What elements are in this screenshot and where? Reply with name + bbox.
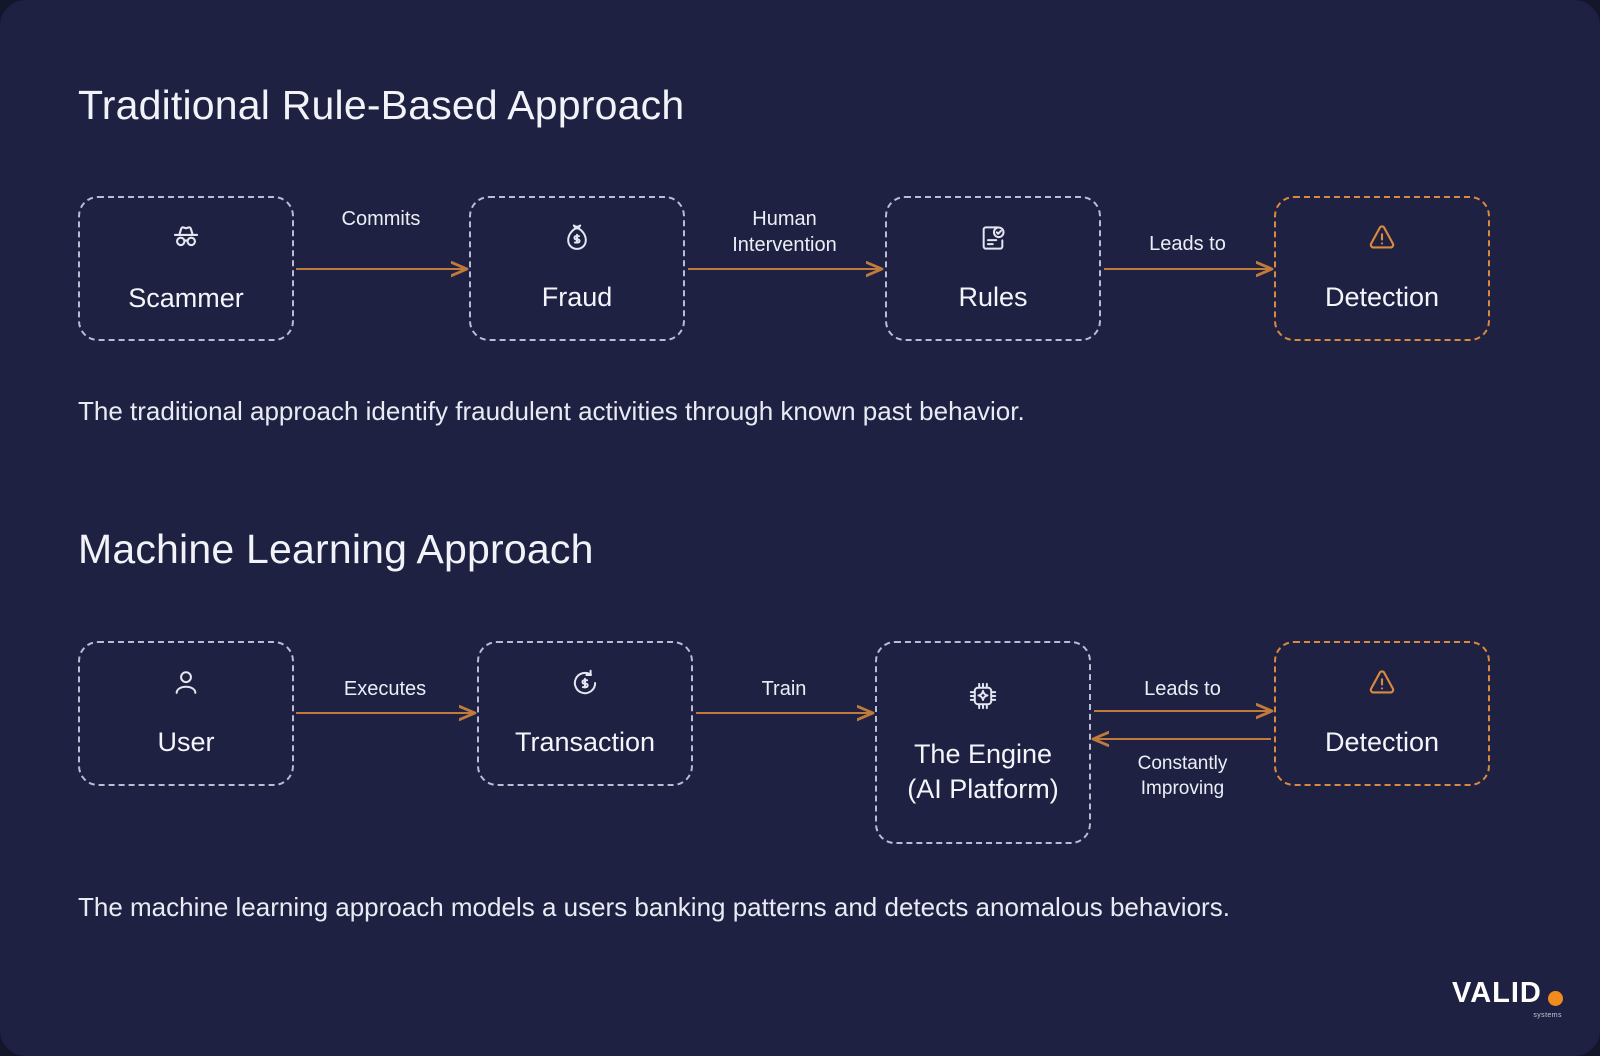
node-detection-traditional[interactable]: Detection [1274, 196, 1490, 341]
node-detection-ml[interactable]: Detection [1274, 641, 1490, 786]
node-fraud[interactable]: Fraud [469, 196, 685, 341]
document-check-icon [977, 222, 1009, 254]
node-label: User [157, 727, 215, 758]
section-title-traditional: Traditional Rule-Based Approach [78, 82, 685, 128]
money-bag-icon [561, 222, 593, 254]
node-transaction[interactable]: Transaction [477, 641, 693, 786]
dollar-refresh-icon [569, 667, 601, 699]
connector-label-human-intervention: Human Intervention [732, 208, 837, 256]
logo-dot-icon [1547, 991, 1563, 1006]
node-rules[interactable]: Rules [885, 196, 1101, 341]
node-label: Fraud [541, 282, 613, 313]
node-label: Scammer [128, 283, 244, 314]
cpu-chip-icon [966, 679, 1000, 713]
section-title-machine-learning: Machine Learning Approach [78, 526, 594, 572]
node-engine[interactable]: The Engine (AI Platform) [875, 641, 1091, 844]
connector-label-leads-to-1: Leads to [1149, 233, 1226, 255]
connector-label-executes: Executes [343, 678, 427, 700]
node-label: Detection [1324, 282, 1440, 313]
node-label: The Engine (AI Platform) [907, 738, 1059, 804]
node-label: Transaction [514, 727, 656, 758]
connector-label-constantly-improving: Constantly Improving [1137, 753, 1228, 799]
incognito-icon [169, 221, 203, 255]
node-label: Detection [1324, 727, 1440, 758]
user-icon [170, 667, 202, 699]
node-scammer[interactable]: Scammer [78, 196, 294, 341]
alert-triangle-icon [1366, 667, 1398, 699]
logo-wordmark: VALID [1452, 977, 1542, 1009]
connector-label-leads-to-2: Leads to [1144, 678, 1221, 700]
section-caption-machine-learning: The machine learning approach models a u… [78, 892, 1230, 922]
logo-subtitle: systems [1533, 1012, 1562, 1019]
node-label: Rules [958, 282, 1028, 313]
alert-triangle-icon [1366, 222, 1398, 254]
connector-label-train: Train [761, 678, 807, 700]
valid-systems-logo: VALID systems [1452, 977, 1563, 1019]
connector-label-commits: Commits [341, 208, 421, 230]
section-caption-traditional: The traditional approach identify fraudu… [78, 396, 1025, 426]
node-user[interactable]: User [78, 641, 294, 786]
